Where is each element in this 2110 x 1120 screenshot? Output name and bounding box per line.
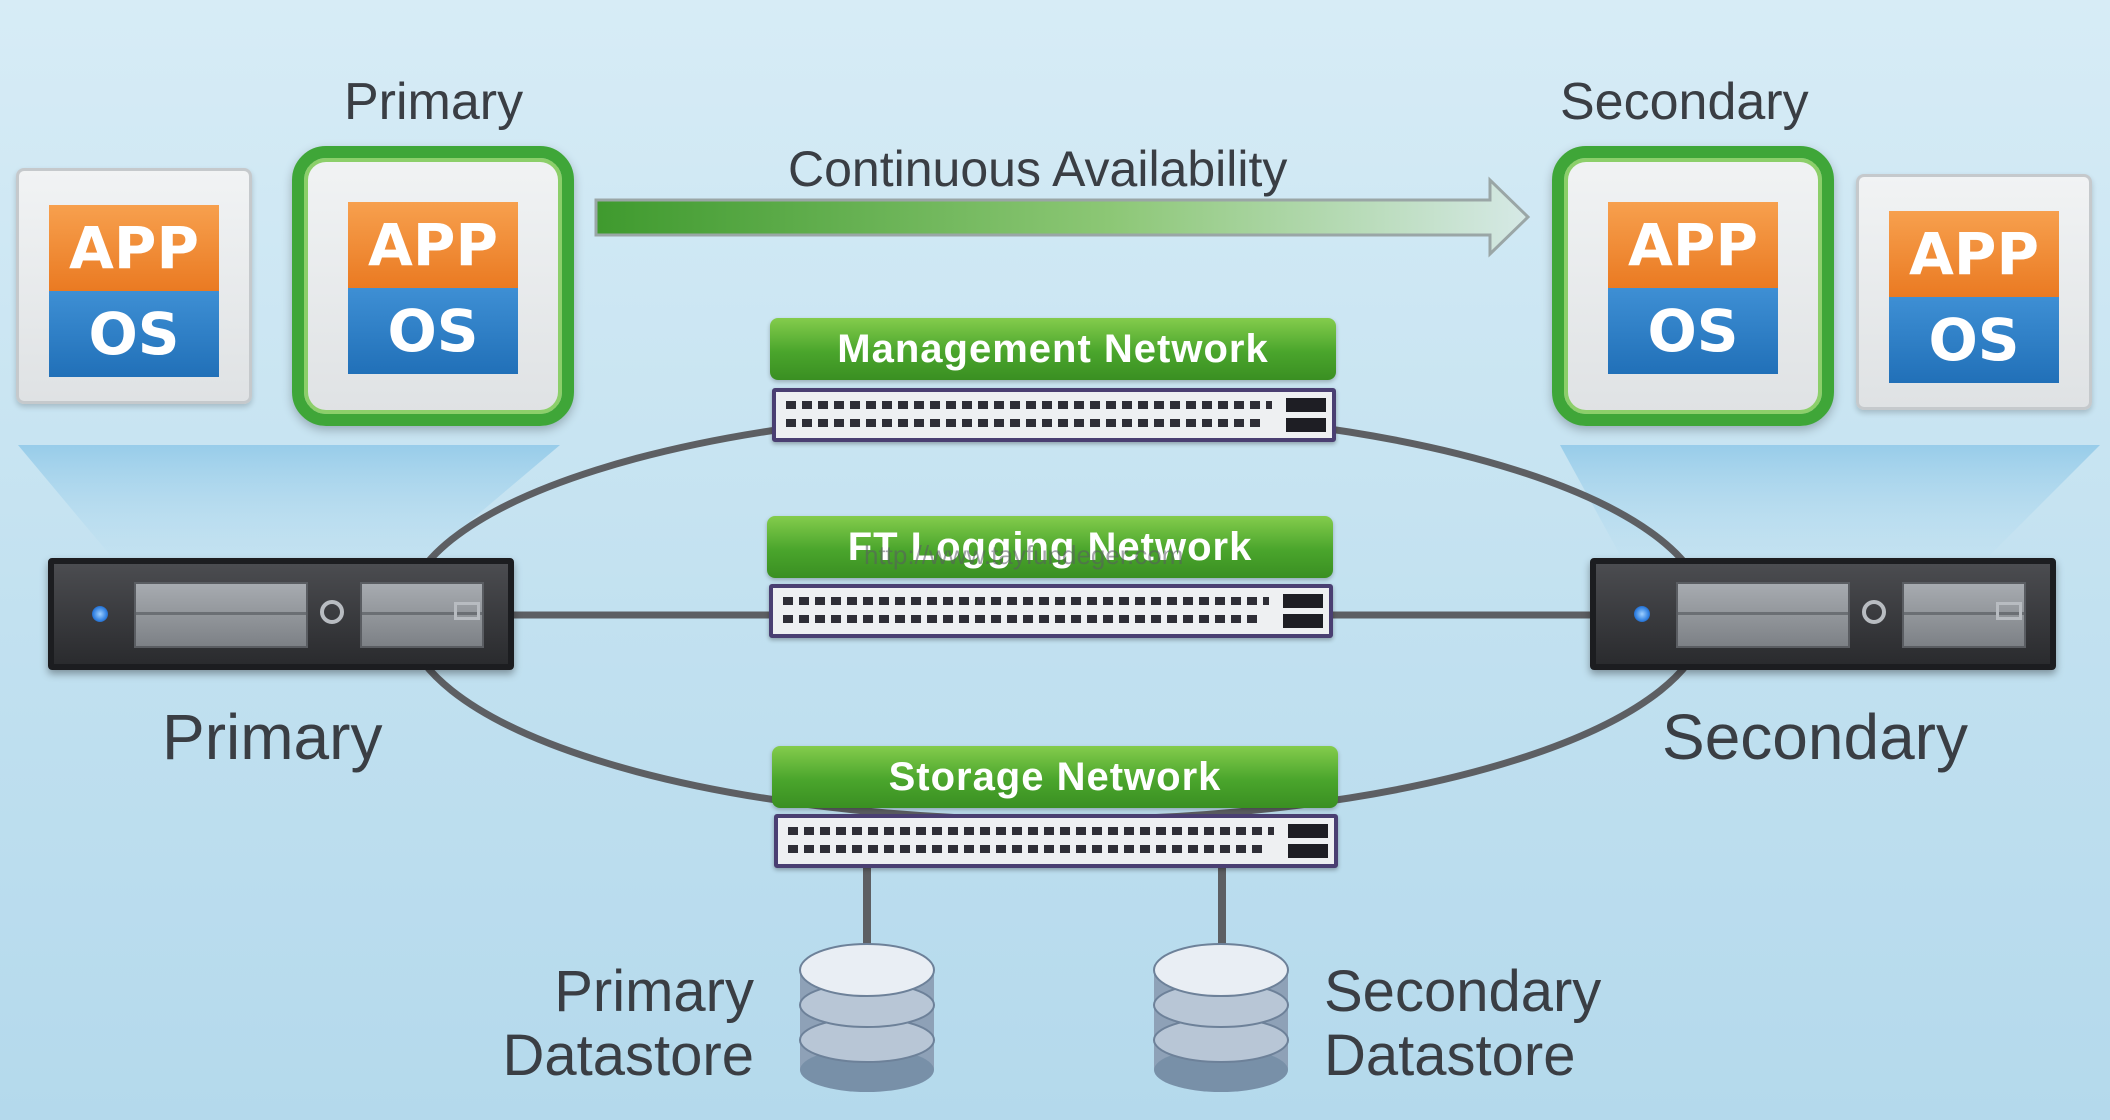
ft-logging-network-label: FT Logging Network [767,516,1333,578]
secondary-datastore-label: Secondary Datastore [1324,960,1601,1088]
continuous-availability-arrow [594,176,1531,258]
primary-datastore-icon [799,943,935,1092]
app-layer: APP [1608,202,1778,288]
vm-secondary-ft-protected: APP OS [1552,146,1834,426]
usb-port-icon [1996,602,2022,620]
vm-primary-ft-protected: APP OS [292,146,574,426]
vm-secondary-standby: APP OS [1856,174,2092,410]
power-led-icon [92,606,108,622]
storage-switch [774,814,1338,868]
secondary-datastore-line1: Secondary [1324,959,1602,1024]
secondary-host-server [1590,558,2056,670]
vm-primary-standby: APP OS [16,168,252,404]
power-button-icon [1862,600,1886,624]
watermark-text: http://www.tayfundeger.com [864,540,1184,570]
power-button-icon [320,600,344,624]
secondary-projection [1560,445,2100,555]
primary-datastore-label: Primary Datastore [496,960,754,1088]
drive-bay [360,582,484,648]
primary-vm-label: Primary [344,73,524,131]
ft-logging-switch [769,584,1333,638]
drive-bay [134,582,308,648]
secondary-vm-label: Secondary [1560,73,1809,131]
primary-datastore-line2: Datastore [502,1023,754,1088]
drive-bay [1902,582,2026,648]
os-layer: OS [1608,288,1778,374]
os-layer: OS [1889,297,2059,383]
primary-datastore-line1: Primary [554,959,754,1024]
power-led-icon [1634,606,1650,622]
app-layer: APP [348,202,518,288]
secondary-datastore-icon [1153,943,1289,1092]
secondary-datastore-line2: Datastore [1324,1023,1576,1088]
primary-host-label: Primary [162,701,383,773]
usb-port-icon [454,602,480,620]
os-layer: OS [348,288,518,374]
continuous-availability-label: Continuous Availability [788,141,1288,197]
secondary-host-label: Secondary [1662,701,1968,773]
os-layer: OS [49,291,219,377]
drive-bay [1676,582,1850,648]
primary-host-server [48,558,514,670]
management-network-label: Management Network [770,318,1336,380]
app-layer: APP [49,205,219,291]
storage-network-label: Storage Network [772,746,1338,808]
management-switch [772,388,1336,442]
primary-projection [18,445,560,555]
app-layer: APP [1889,211,2059,297]
